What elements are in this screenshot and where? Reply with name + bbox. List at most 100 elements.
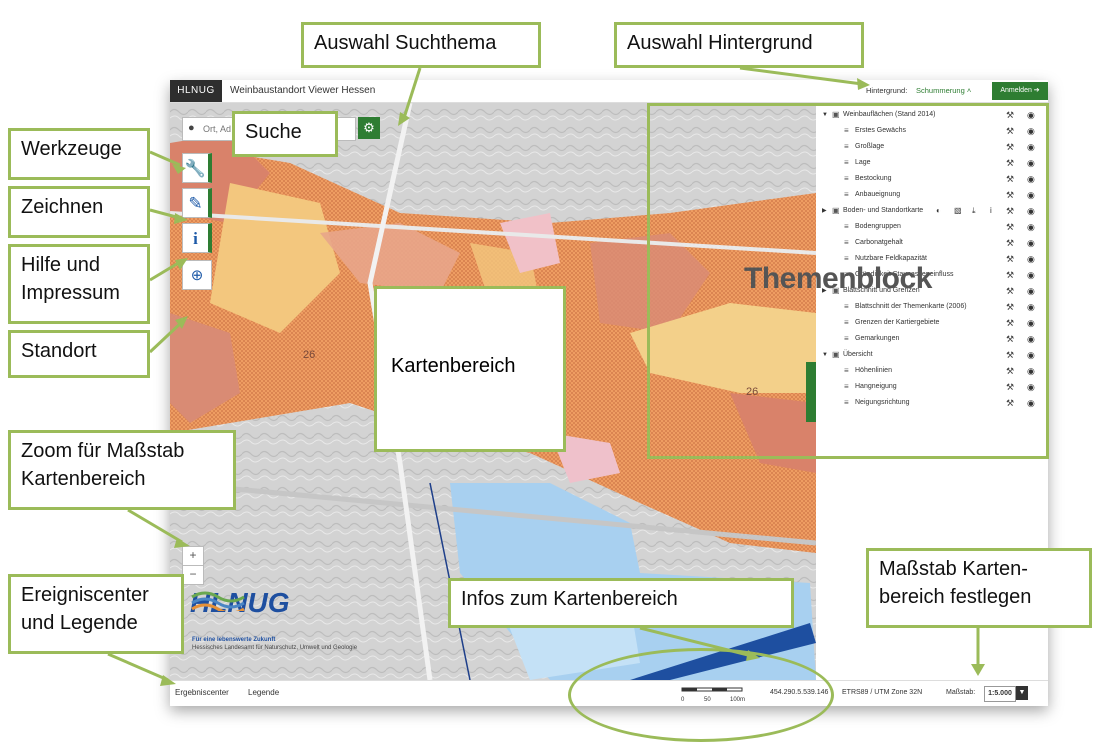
- layer-row[interactable]: ≡Bodengruppen⚒◉: [816, 219, 1048, 235]
- draw-button[interactable]: ✎: [182, 188, 212, 218]
- zoom-out-button[interactable]: −: [182, 565, 204, 585]
- background-label: Hintergrund:: [866, 86, 908, 95]
- layers-stack-icon: ≡: [844, 270, 849, 279]
- visibility-eye-icon[interactable]: ◉: [1027, 286, 1035, 296]
- layer-tools-icon[interactable]: ⚒: [1006, 238, 1015, 248]
- visibility-eye-icon[interactable]: ◉: [1027, 334, 1035, 344]
- layer-label: Weinbauflächen (Stand 2014): [843, 111, 936, 118]
- zeichnen-callout: Zeichnen: [8, 186, 150, 238]
- suche-callout: Suche: [232, 111, 338, 157]
- wrench-icon: 🔧: [184, 159, 207, 178]
- visibility-eye-icon[interactable]: ◉: [1027, 366, 1035, 376]
- logo-waves-icon: [191, 591, 245, 611]
- layer-row[interactable]: ≡Neigungsrichtung⚒◉: [816, 395, 1048, 411]
- visibility-eye-icon[interactable]: ◉: [1027, 110, 1035, 120]
- layer-row[interactable]: ≡Bestockung⚒◉: [816, 171, 1048, 187]
- layer-row[interactable]: ≡Erstes Gewächs⚒◉: [816, 123, 1048, 139]
- visibility-eye-icon[interactable]: ◉: [1027, 382, 1035, 392]
- expand-arrow-icon[interactable]: ▼: [822, 112, 828, 118]
- layer-row[interactable]: ≡Lage⚒◉: [816, 155, 1048, 171]
- visibility-eye-icon[interactable]: ◉: [1027, 270, 1035, 280]
- visibility-eye-icon[interactable]: ◉: [1027, 158, 1035, 168]
- layer-tools-icon[interactable]: ⚒: [1006, 110, 1015, 120]
- expand-arrow-icon[interactable]: ▼: [822, 352, 828, 358]
- layer-tools-icon[interactable]: ⚒: [1006, 254, 1015, 264]
- scale-select[interactable]: 1:5.000: [984, 686, 1016, 702]
- download-icon[interactable]: ⤓: [972, 206, 976, 215]
- visibility-eye-icon[interactable]: ◉: [1027, 302, 1035, 312]
- visibility-eye-icon[interactable]: ◉: [1027, 190, 1035, 200]
- layer-row[interactable]: ≡Grenzen der Kartiergebiete⚒◉: [816, 315, 1048, 331]
- opacity-icon[interactable]: ◐: [936, 206, 941, 215]
- chevron-down-icon[interactable]: ▼: [1016, 686, 1028, 700]
- layer-tools-icon[interactable]: ⚒: [1006, 174, 1015, 184]
- layer-row[interactable]: ≡Blattschnitt der Themenkarte (2006)⚒◉: [816, 299, 1048, 315]
- layer-row[interactable]: ≡Carbonatgehalt⚒◉: [816, 235, 1048, 251]
- layer-tools-icon[interactable]: ⚒: [1006, 222, 1015, 232]
- layer-row[interactable]: ≡Gemarkungen⚒◉: [816, 331, 1048, 347]
- layer-tools-icon[interactable]: ⚒: [1006, 318, 1015, 328]
- arrow-ereignis: [107, 652, 169, 682]
- layer-group-row[interactable]: ▼▣Weinbauflächen (Stand 2014)⚒◉: [816, 107, 1048, 123]
- visibility-eye-icon[interactable]: ◉: [1027, 350, 1035, 360]
- collapse-arrow-icon[interactable]: ▶: [822, 288, 827, 294]
- visibility-eye-icon[interactable]: ◉: [1027, 238, 1035, 248]
- layer-label: Höhenlinien: [855, 367, 892, 374]
- layer-row[interactable]: ≡Höhenlinien⚒◉: [816, 363, 1048, 379]
- layer-label: Gründigkeit Staunasseneinfluss: [855, 271, 954, 278]
- crs-readout: ETRS89 / UTM Zone 32N: [842, 689, 923, 696]
- layer-row[interactable]: ≡Großlage⚒◉: [816, 139, 1048, 155]
- search-theme-gear-button[interactable]: ⚙: [358, 117, 380, 139]
- logo-subtitle: Hessisches Landesamt für Naturschutz, Um…: [192, 645, 358, 651]
- layer-tools-icon[interactable]: ⚒: [1006, 142, 1015, 152]
- layer-row[interactable]: ≡ Gründigkeit Staunasseneinfluss ⚒ ◉: [816, 267, 1048, 283]
- standort-callout: Standort: [8, 330, 150, 378]
- layer-row[interactable]: ≡Anbaueignung⚒◉: [816, 187, 1048, 203]
- layer-tools-icon[interactable]: ⚒: [1006, 382, 1015, 392]
- layer-tools-icon[interactable]: ⚒: [1006, 366, 1015, 376]
- layers-stack-icon: ≡: [844, 174, 849, 183]
- visibility-eye-icon[interactable]: ◉: [1027, 126, 1035, 136]
- legend-tab[interactable]: Legende: [248, 688, 280, 697]
- visibility-eye-icon[interactable]: ◉: [1027, 206, 1035, 216]
- login-button[interactable]: Anmelden ➔: [992, 82, 1048, 100]
- ergebniscenter-tab[interactable]: Ergebniscenter: [175, 688, 229, 697]
- layer-tools-icon[interactable]: ⚒: [1006, 158, 1015, 168]
- layer-tools-icon[interactable]: ⚒: [1006, 286, 1015, 296]
- layer-tools-icon[interactable]: ⚒: [1006, 398, 1015, 408]
- layer-group-row[interactable]: ▼▣Übersicht⚒◉: [816, 347, 1048, 363]
- layer-tools-icon[interactable]: ⚒: [1006, 334, 1015, 344]
- pencil-icon: ✎: [188, 194, 203, 213]
- layer-tools-icon[interactable]: ⚒: [1006, 190, 1015, 200]
- layer-tools-icon[interactable]: ⚒: [1006, 126, 1015, 136]
- layer-group-row[interactable]: ▶▣Boden- und Standortkarte◐▧⤓i⚒◉: [816, 203, 1048, 219]
- werkzeuge-callout: Werkzeuge: [8, 128, 150, 180]
- locate-button[interactable]: ⊕: [182, 260, 212, 290]
- help-button[interactable]: i: [182, 223, 212, 253]
- background-select[interactable]: Schummerung ˄: [916, 86, 972, 95]
- visibility-eye-icon[interactable]: ◉: [1027, 318, 1035, 328]
- zoom-in-button[interactable]: +: [182, 546, 204, 566]
- layer-group-row[interactable]: ▶▣Blattschnitt und Grenzen⚒◉: [816, 283, 1048, 299]
- layer-label: Erstes Gewächs: [855, 127, 906, 134]
- hlnug-logo: HLNUG Für eine lebenswerte Zukunft Hessi…: [190, 587, 370, 667]
- visibility-eye-icon[interactable]: ◉: [1027, 398, 1035, 408]
- info-icon[interactable]: i: [990, 206, 992, 215]
- layer-row[interactable]: ≡Hangneigung⚒◉: [816, 379, 1048, 395]
- visibility-eye-icon[interactable]: ◉: [1027, 142, 1035, 152]
- layer-label: Hangneigung: [855, 383, 897, 390]
- layer-row[interactable]: ≡Nutzbare Feldkapazität⚒◉: [816, 251, 1048, 267]
- layer-tools-icon[interactable]: ⚒: [1006, 350, 1015, 360]
- panel-collapse-handle[interactable]: [806, 362, 816, 422]
- brand-logo: HLNUG: [170, 80, 222, 102]
- layer-tools-icon[interactable]: ⚒: [1006, 302, 1015, 312]
- visibility-eye-icon[interactable]: ◉: [1027, 222, 1035, 232]
- legend-icon[interactable]: ▧: [954, 206, 962, 215]
- visibility-eye-icon[interactable]: ◉: [1027, 254, 1035, 264]
- collapse-arrow-icon[interactable]: ▶: [822, 208, 827, 214]
- layer-tools-icon[interactable]: ⚒: [1006, 206, 1015, 216]
- tools-button[interactable]: 🔧: [182, 153, 212, 183]
- layer-tools-icon[interactable]: ⚒: [1006, 270, 1015, 280]
- visibility-eye-icon[interactable]: ◉: [1027, 174, 1035, 184]
- layers-stack-icon: ≡: [844, 254, 849, 263]
